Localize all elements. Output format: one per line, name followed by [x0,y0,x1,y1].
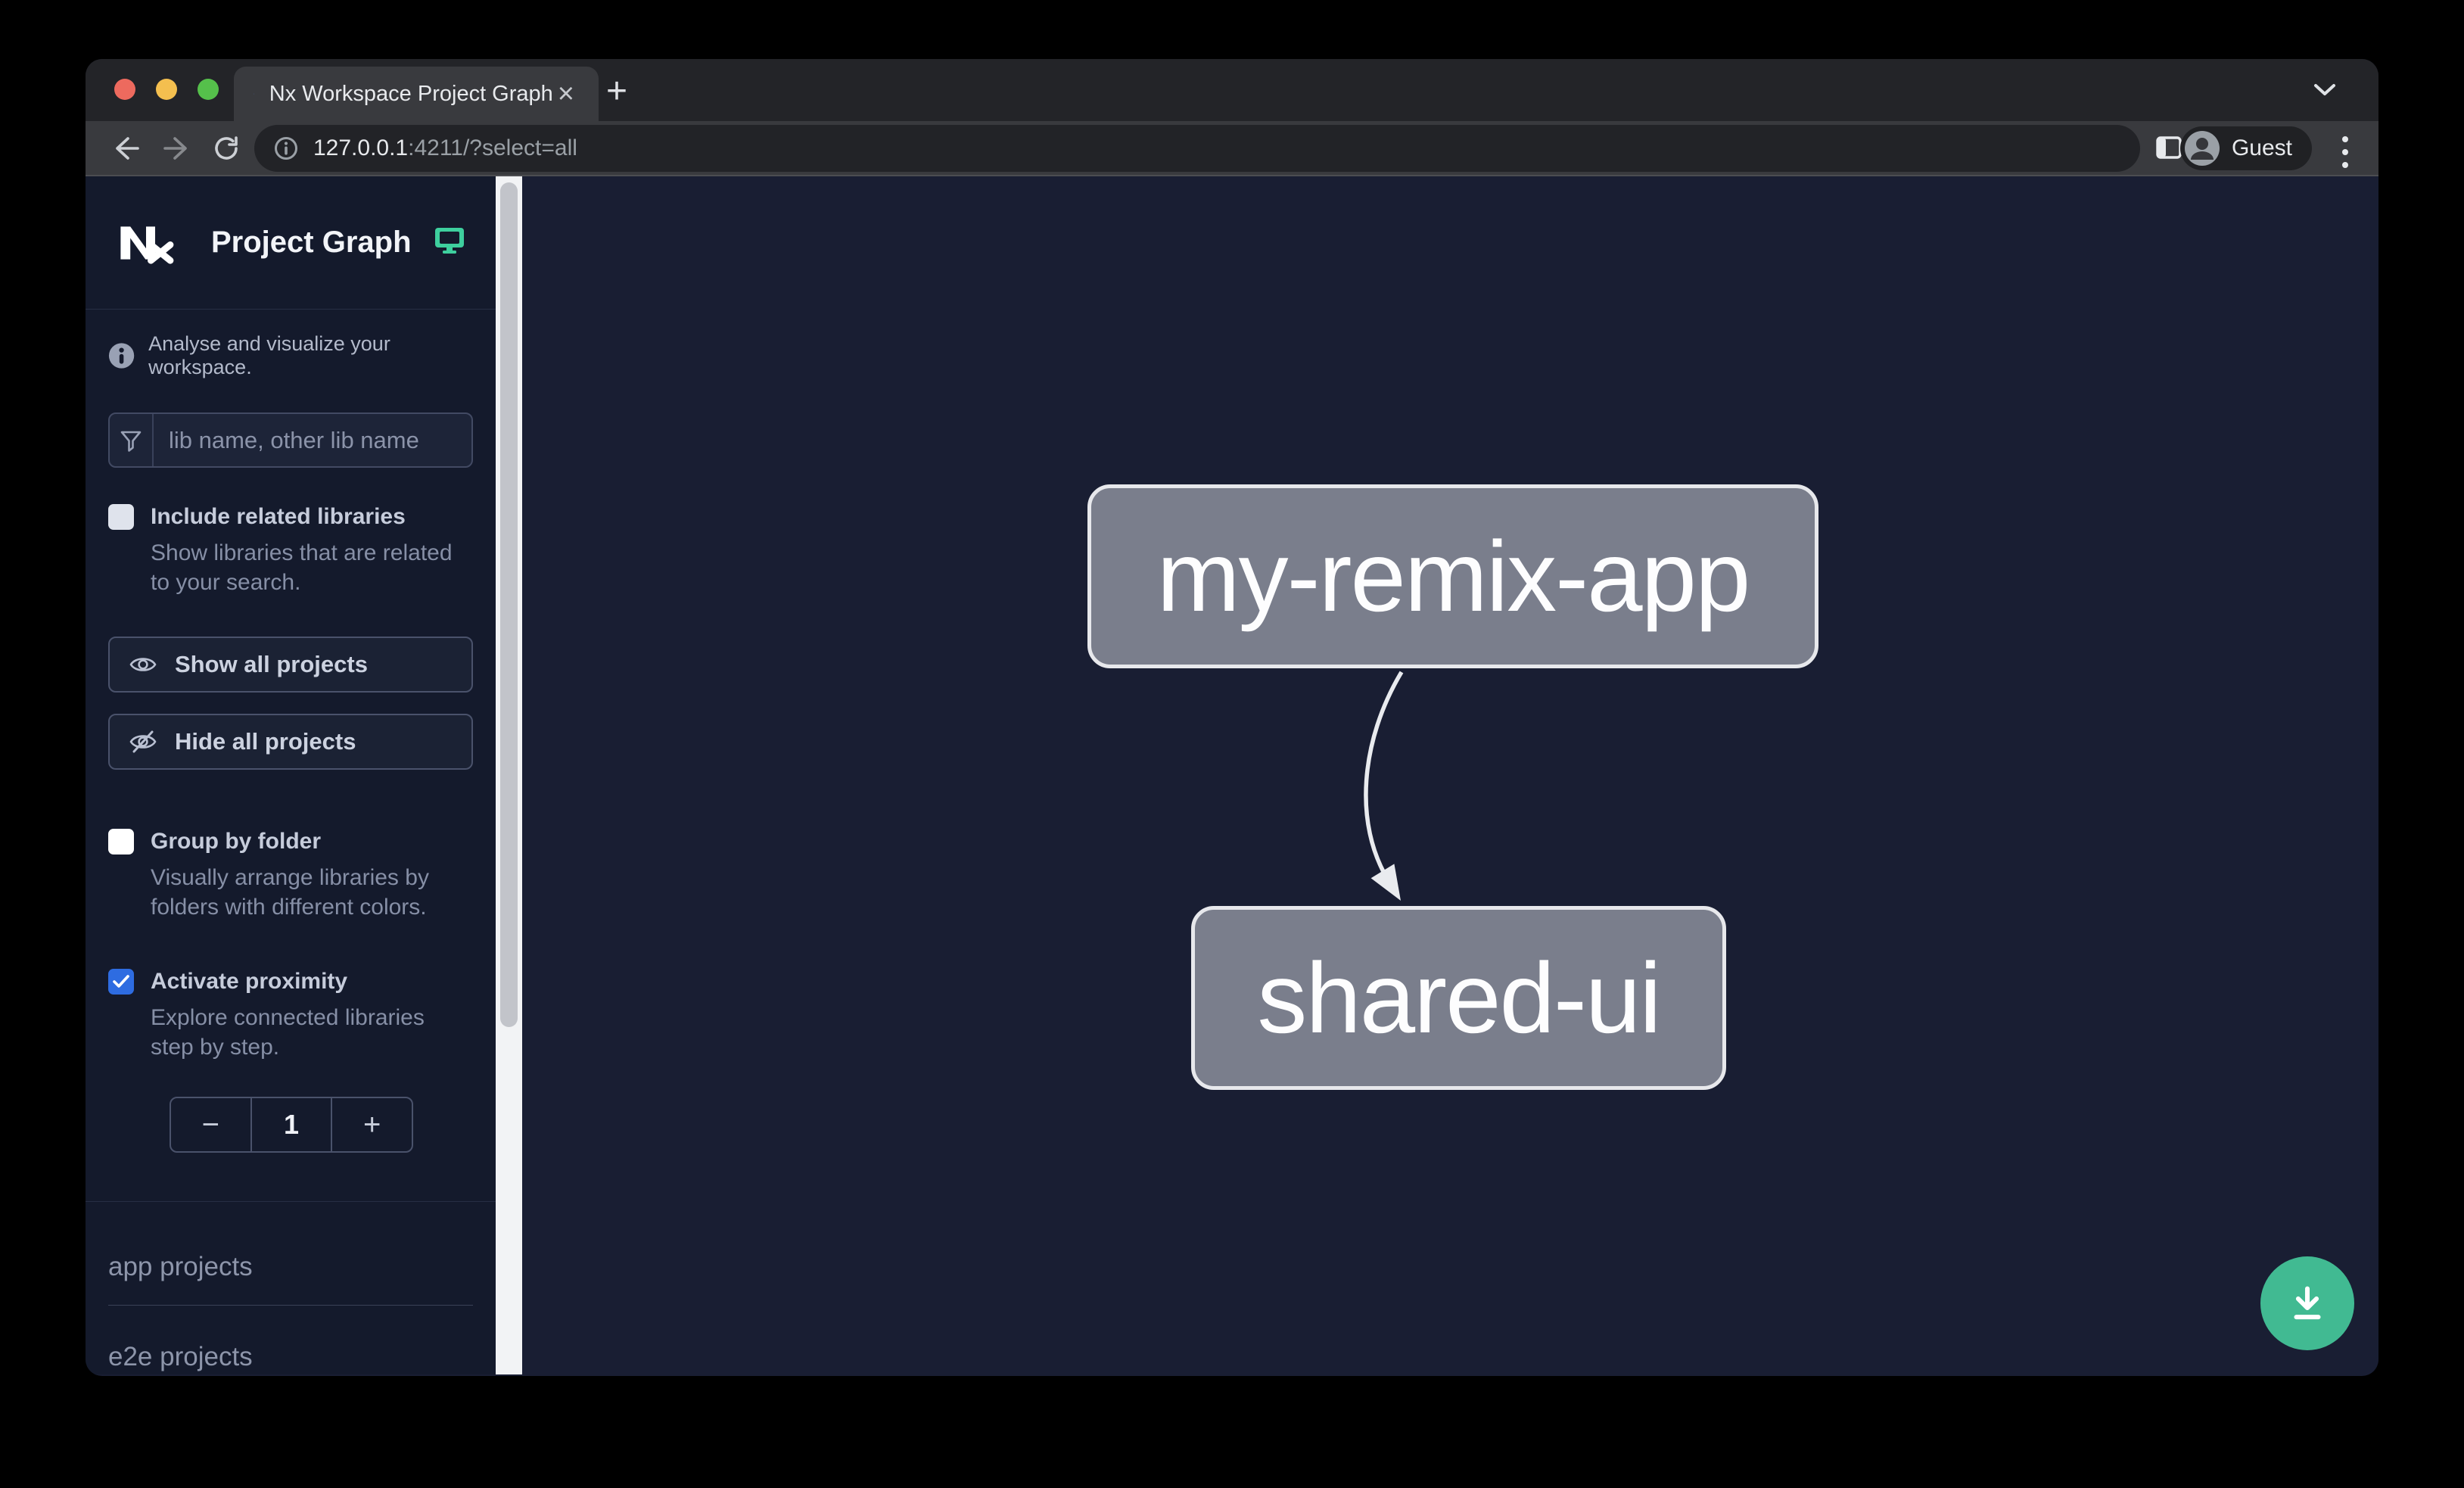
reload-icon[interactable] [211,133,241,167]
proximity-stepper: − 1 + [170,1097,413,1153]
check-icon [113,975,129,988]
minimize-window-button[interactable] [156,79,177,100]
hide-all-projects-button[interactable]: Hide all projects [108,714,473,770]
stepper-value: 1 [250,1098,331,1151]
section-e2e-projects: e2e projects [108,1342,473,1374]
toggle-label: Group by folder [151,829,321,854]
workspace-tagline: Analyse and visualize your workspace. [148,332,390,378]
filter-icon [110,414,154,466]
include-related-checkbox[interactable] [108,504,134,530]
url-path: :4211/?select=all [408,135,577,160]
activate-proximity-checkbox[interactable] [108,969,134,995]
tab-close-icon[interactable]: × [557,78,574,110]
toggle-activate-proximity: Activate proximity Explore connected lib… [108,967,473,1062]
new-tab-button[interactable]: + [606,71,628,111]
sidebar-divider [86,1201,496,1202]
graph-node-my-remix-app[interactable]: my-remix-app [1087,484,1818,668]
page-title: Project Graph [211,226,412,259]
chevron-down-icon[interactable] [2313,83,2336,101]
scrollbar-thumb[interactable] [500,182,518,1027]
info-circle-icon [108,343,135,369]
browser-toolbar: 127.0.0.1:4211/?select=all Guest [86,121,2378,176]
eye-icon [129,658,157,671]
address-bar[interactable]: 127.0.0.1:4211/?select=all [254,125,2140,172]
browser-tab[interactable]: Nx Workspace Project Graph × [234,67,599,121]
button-label: Hide all projects [175,728,356,755]
sidebar-scrollbar[interactable] [496,176,522,1374]
browser-window: Nx Workspace Project Graph × + [86,59,2378,1376]
stepper-decrement-button[interactable]: − [201,1107,220,1141]
show-all-projects-button[interactable]: Show all projects [108,637,473,693]
forward-icon[interactable] [161,133,191,167]
close-window-button[interactable] [114,79,135,100]
search-box [108,412,473,468]
edge-arrowhead [1370,864,1401,901]
profile-label: Guest [2231,135,2292,160]
toggle-description: Show libraries that are related to your … [151,540,453,595]
search-input[interactable] [154,414,471,466]
dependency-edge [1364,671,1404,901]
theme-monitor-icon[interactable] [434,226,465,260]
site-info-icon[interactable] [272,135,300,162]
profile-button[interactable]: Guest [2179,126,2312,170]
zoom-window-button[interactable] [198,79,219,100]
group-by-folder-checkbox[interactable] [108,829,134,855]
tab-title: Nx Workspace Project Graph [269,81,553,106]
back-icon[interactable] [111,133,142,167]
toggle-description: Explore connected libraries step by step… [151,1005,425,1060]
url-text: 127.0.0.1:4211/?select=all [313,135,577,161]
tab-strip: Nx Workspace Project Graph × + [86,59,2378,121]
section-app-projects: app projects [108,1252,473,1306]
toggle-include-related: Include related libraries Show libraries… [108,503,473,597]
toggle-description: Visually arrange libraries by folders wi… [151,865,429,920]
url-host: 127.0.0.1 [313,135,409,160]
stepper-increment-button[interactable]: + [331,1098,412,1151]
toggle-group-by-folder: Group by folder Visually arrange librari… [108,827,473,922]
sidebar-header: Project Graph [86,176,496,310]
sidebar: Project Graph Analyse and visualiz [86,176,496,1374]
workspace-tagline-row: Analyse and visualize your workspace. [108,332,473,379]
download-icon [2294,1286,2321,1320]
nx-logo [120,226,174,264]
download-image-button[interactable] [2260,1256,2354,1350]
eye-off-icon [129,730,157,753]
toggle-label: Activate proximity [151,969,348,994]
graph-node-shared-ui[interactable]: shared-ui [1191,906,1726,1090]
traffic-lights [114,79,219,100]
button-label: Show all projects [175,651,368,677]
kebab-menu-icon[interactable] [2338,132,2353,173]
graph-canvas[interactable]: my-remix-app shared-ui [522,176,2378,1374]
avatar-icon [2184,131,2220,166]
toggle-label: Include related libraries [151,504,406,529]
side-panel-icon[interactable] [2156,136,2182,163]
